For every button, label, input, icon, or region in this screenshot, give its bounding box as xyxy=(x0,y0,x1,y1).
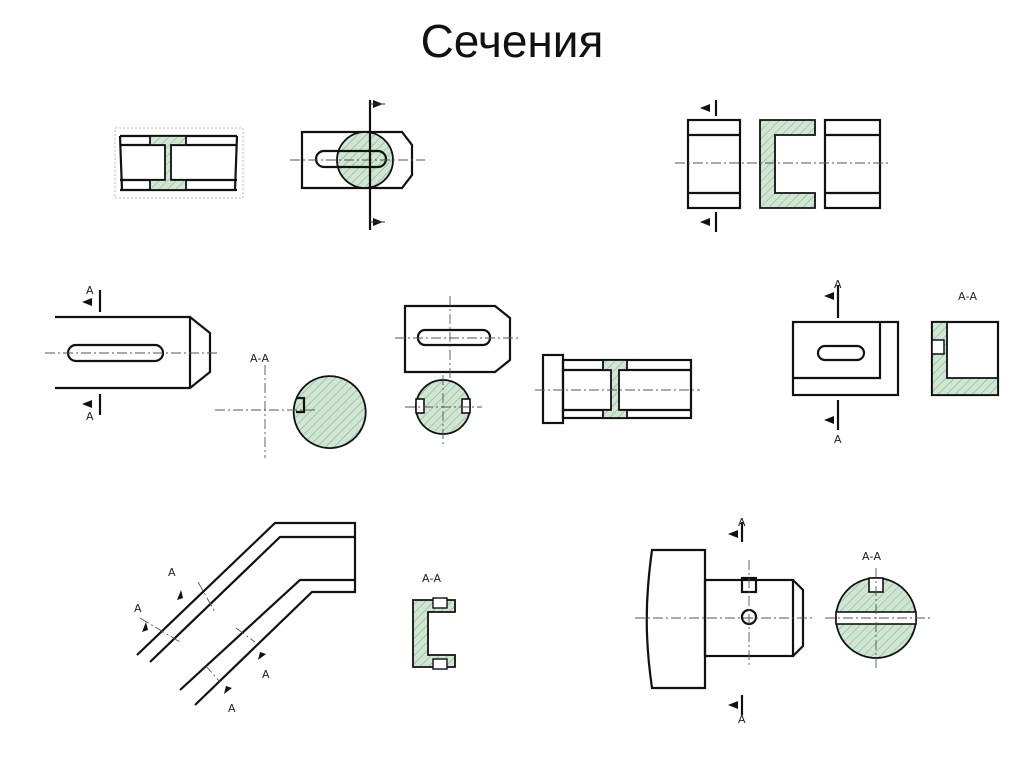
label-section-aa-1: А-А xyxy=(250,352,269,365)
label-section-aa-2: А-А xyxy=(958,290,977,303)
drawing-key-slot: A A А-А xyxy=(45,284,367,458)
drawing-bent-bar: A A A A А-А xyxy=(134,521,456,715)
label-a-bent-3: A xyxy=(262,668,270,681)
drawing-channel xyxy=(675,100,890,232)
label-a-bracket-top: A xyxy=(834,278,842,291)
drawing-shaft-isection xyxy=(535,353,700,425)
label-a-bracket-bottom: A xyxy=(834,433,842,446)
label-section-aa-3: А-А xyxy=(422,572,441,585)
label-a-shaft-top: A xyxy=(738,516,746,529)
label-a-bent-2: A xyxy=(134,602,142,615)
label-a-bottom: A xyxy=(86,410,94,423)
drawing-shaft-slot xyxy=(290,100,425,230)
label-a-bent-1: A xyxy=(168,566,176,579)
page-title: Сечения xyxy=(420,15,604,67)
label-a-top: A xyxy=(86,284,94,297)
label-section-aa-4: А-А xyxy=(862,550,881,563)
drawing-i-beam xyxy=(114,127,244,199)
label-a-bent-4: A xyxy=(228,702,236,715)
drawing-bracket: A A А-А xyxy=(791,278,1000,446)
drawing-slotted-part xyxy=(395,296,520,445)
drawing-stepped-shaft: A A А-А xyxy=(635,516,930,726)
label-a-shaft-bottom: A xyxy=(738,713,746,726)
